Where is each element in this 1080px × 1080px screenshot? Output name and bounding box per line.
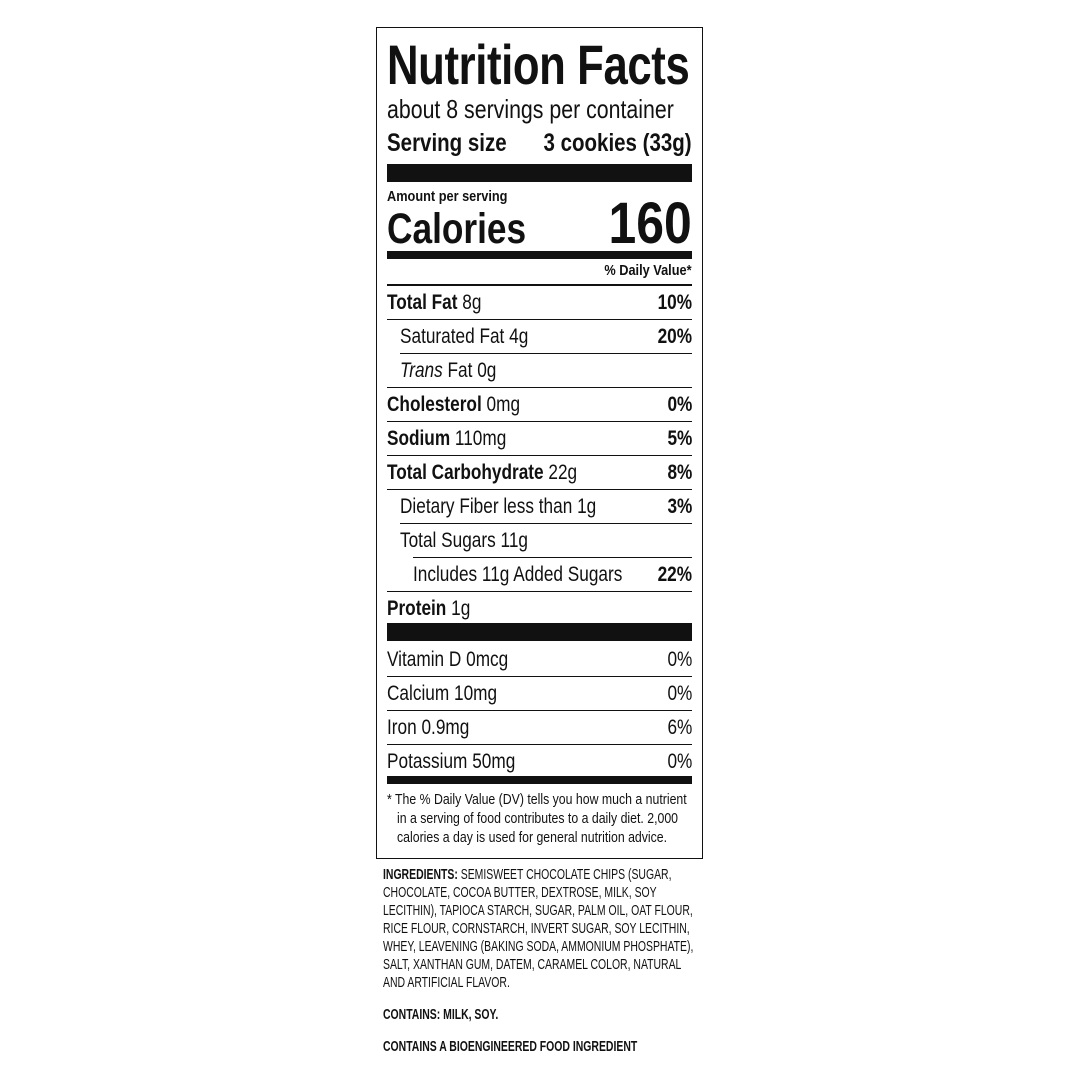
nutrient-row-added-sugars: Includes 11g Added Sugars 22% (387, 558, 692, 592)
thick-divider-vitamins (387, 623, 692, 641)
nutrient-row-sodium: Sodium 110mg 5% (387, 422, 692, 456)
bioengineered-statement: CONTAINS A BIOENGINEERED FOOD INGREDIENT (383, 1039, 638, 1055)
nutrient-row-cholesterol: Cholesterol 0mg 0% (387, 388, 692, 422)
serving-size-label: Serving size (387, 129, 507, 157)
calories-label: Calories (387, 205, 527, 253)
servings-per-container: about 8 servings per container (387, 94, 674, 124)
nutrient-row-total-carbohydrate: Total Carbohydrate 22g 8% (387, 456, 692, 490)
vitamin-row-vitamin-d: Vitamin D 0mcg 0% (387, 643, 692, 677)
nutrient-row-dietary-fiber: Dietary Fiber less than 1g 3% (387, 490, 692, 524)
daily-value-header: % Daily Value* (604, 262, 692, 279)
nutrient-row-saturated-fat: Saturated Fat 4g 20% (387, 320, 692, 354)
nutrition-facts-title: Nutrition Facts (387, 33, 690, 96)
nutrient-row-total-sugars: Total Sugars 11g (387, 524, 692, 558)
divider-dv-header (387, 284, 692, 286)
nutrient-row-trans-fat: Trans Fat 0g (387, 354, 692, 388)
ingredients-heading: INGREDIENTS: (383, 867, 458, 883)
serving-size-row: Serving size 3 cookies (33g) (387, 128, 692, 158)
vitamin-row-iron: Iron 0.9mg 6% (387, 711, 692, 745)
nutrition-facts-panel: Nutrition Facts about 8 servings per con… (376, 27, 703, 859)
vitamin-row-potassium: Potassium 50mg 0% (387, 750, 692, 773)
medium-divider-footnote (387, 776, 692, 784)
daily-value-footnote: * The % Daily Value (DV) tells you how m… (387, 791, 687, 846)
serving-size-value: 3 cookies (33g) (543, 129, 692, 157)
nutrient-row-protein: Protein 1g (387, 597, 471, 620)
allergen-statement: CONTAINS: MILK, SOY. (383, 1007, 499, 1023)
vitamin-row-calcium: Calcium 10mg 0% (387, 677, 692, 711)
thick-divider-top (387, 164, 692, 182)
medium-divider-calories (387, 251, 692, 259)
nutrient-row-total-fat: Total Fat 8g 10% (387, 286, 692, 320)
calories-value: 160 (608, 191, 692, 256)
ingredients-list: INGREDIENTS: SEMISWEET CHOCOLATE CHIPS (… (383, 867, 694, 991)
amount-per-serving: Amount per serving (387, 188, 508, 205)
